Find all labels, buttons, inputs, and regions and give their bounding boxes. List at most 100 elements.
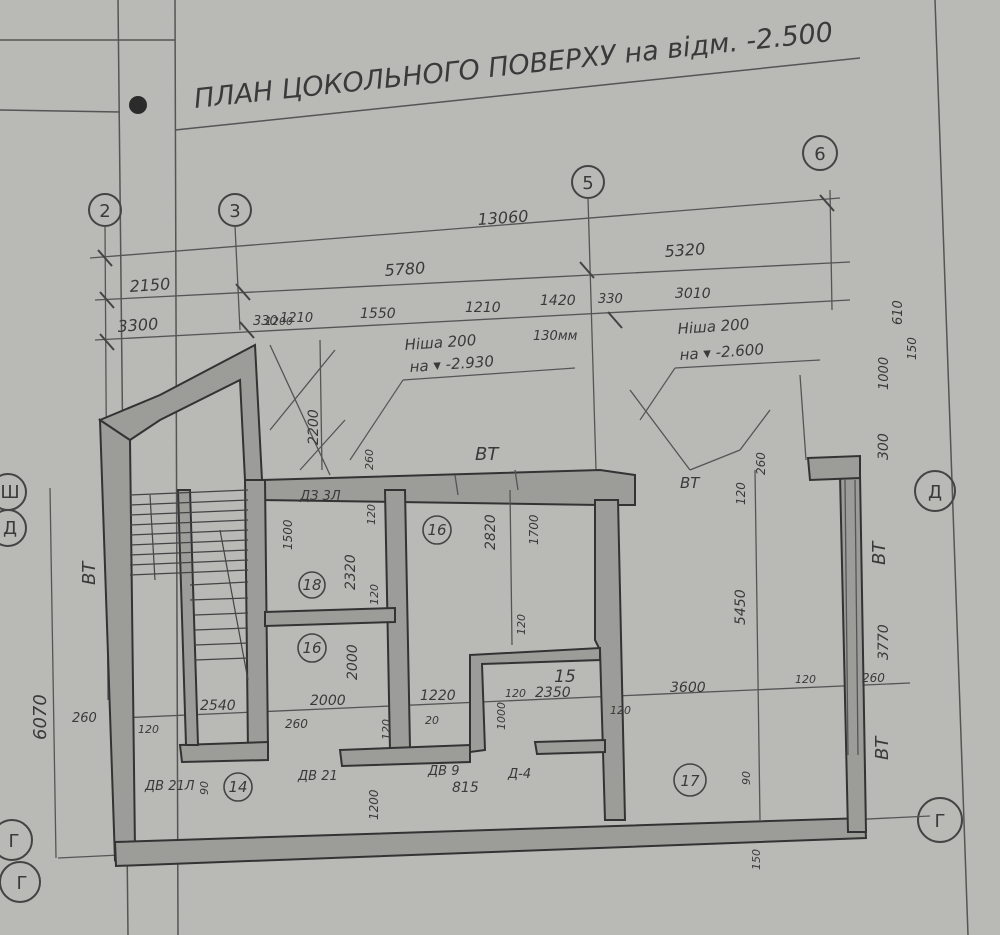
leader-lines — [349, 359, 821, 461]
room-17: 17 — [680, 772, 700, 790]
vt-label-right-1: ВТ — [869, 540, 890, 565]
wall-right-top — [806, 454, 861, 482]
dim-i-2000a: 2000 — [345, 644, 361, 680]
axis-lines — [104, 189, 833, 701]
dim-i-120h: 120 — [138, 723, 159, 736]
room-15: 15 — [554, 667, 576, 687]
dim-i-2200: 2200 — [306, 409, 322, 445]
dim-right-top-4: 150 — [905, 337, 919, 360]
dim-i-120c: 120 — [515, 614, 528, 635]
dim-right-top-1: 300 — [876, 433, 892, 460]
dim-i-5450: 5450 — [733, 589, 749, 625]
interior-dimensions: 2200 1500 2320 120 2000 120 2820 1700 12… — [138, 315, 892, 870]
dim-lower-2: 330 — [253, 314, 278, 329]
dim-lower-6: 1420 — [540, 293, 576, 309]
door-labels: ДЗ 3Л ДВ 21Л ДВ 21 ДВ 9 Д-4 — [144, 489, 531, 794]
niche-right-label: Ніша 200 — [677, 315, 750, 338]
axis-row-right-2: Г — [935, 811, 946, 832]
niche-left-level: на ▾ -2.930 — [409, 352, 494, 376]
room-16-lower: 16 — [302, 639, 321, 657]
wall-outer-bottom — [113, 816, 868, 868]
vt-label-right-2: ВТ — [872, 735, 893, 760]
dim-i-120e: 120 — [505, 687, 526, 700]
wall-room15 — [469, 646, 601, 754]
axis-row-left-1: Ш — [0, 482, 19, 503]
dim-i-1200: 1200 — [367, 789, 381, 820]
dim-lower-3: 1210 — [280, 311, 313, 326]
wall-stair-bottom — [178, 740, 269, 764]
wall-outer-left — [98, 418, 137, 862]
dim-upper-3: 5320 — [664, 239, 706, 261]
door-dv21l: ДВ 21Л — [144, 779, 195, 794]
vt-label-left: ВТ — [79, 560, 100, 585]
dim-upper-1: 2150 — [129, 274, 171, 296]
dim-i-260b: 260 — [862, 671, 885, 685]
dim-i-3600: 3600 — [670, 680, 706, 696]
dim-lower-4: 1550 — [360, 306, 396, 322]
dimension-ticks — [97, 194, 835, 351]
vt-label-core: ВТ — [680, 474, 701, 492]
room-14: 14 — [228, 778, 247, 796]
door-dz3l: ДЗ 3Л — [299, 489, 341, 504]
dim-i-120b: 120 — [368, 584, 381, 605]
room-circles — [223, 515, 707, 802]
dim-lower-7: 330 — [598, 292, 623, 307]
stair-treads — [129, 489, 249, 681]
dim-i-2350: 2350 — [535, 685, 571, 701]
axis-row-left-2: Д — [3, 518, 17, 539]
dim-right-top-2: 1000 — [877, 357, 892, 390]
dim-i-120i: 120 — [380, 719, 393, 740]
axis-col-6: 6 — [814, 144, 825, 165]
dim-i-90b: 90 — [198, 781, 211, 795]
interior-lines — [269, 339, 859, 821]
wall-stair-column — [176, 489, 200, 746]
dim-i-1200b: 1200 — [265, 315, 293, 328]
axis-col-3: 3 — [229, 201, 240, 222]
dim-i-1220: 1220 — [420, 688, 456, 704]
plan-title: ПЛАН ЦОКОЛЬНОГО ПОВЕРХУ на відм. -2.500 — [192, 17, 834, 115]
wall-mid-bottom — [338, 743, 471, 768]
dim-i-150: 150 — [750, 849, 763, 870]
dim-i-815: 815 — [452, 780, 479, 796]
dim-i-3770: 3770 — [876, 624, 892, 660]
dim-left-vertical: 6070 — [30, 694, 51, 740]
walls — [97, 343, 868, 868]
dim-lower-5: 1210 — [465, 300, 501, 316]
dim-i-120f: 120 — [610, 704, 631, 717]
dim-right-top-3: 610 — [891, 300, 906, 325]
niche-right-level: на ▾ -2.600 — [679, 340, 764, 364]
dim-i-120g: 120 — [795, 673, 816, 686]
dim-i-1000: 1000 — [495, 702, 508, 730]
dim-i-120d: 120 — [734, 482, 748, 505]
axis-row-left-4: Г — [17, 873, 28, 894]
axis-row-left-3: Г — [9, 831, 20, 852]
axis-labels: 2 3 5 6 Ш Д Г Г Д Г — [0, 144, 945, 894]
dim-i-2820: 2820 — [483, 514, 499, 550]
dim-upper-2: 5780 — [384, 258, 426, 280]
punch-hole — [129, 96, 147, 114]
door-d4: Д-4 — [507, 767, 531, 782]
niche-notes: Ніша 200 130мм на ▾ -2.930 Ніша 200 на ▾… — [404, 315, 764, 376]
wall-room18-bottom — [264, 606, 396, 628]
axis-row-right-1: Д — [928, 482, 942, 503]
dim-i-260a: 260 — [754, 452, 768, 475]
niche-left-depth: 130мм — [533, 329, 578, 344]
dim-i-2540: 2540 — [200, 698, 236, 714]
dim-i-2000b: 2000 — [310, 693, 346, 709]
dim-lower-1: 3300 — [117, 314, 159, 336]
wall-right-core — [594, 499, 627, 821]
dim-i-260c: 260 — [285, 717, 308, 731]
dim-i-2320: 2320 — [343, 554, 359, 590]
wall-room15-bottom — [533, 738, 606, 756]
dim-left-low: 260 — [72, 711, 97, 726]
axis-col-2: 2 — [99, 201, 110, 222]
dim-overall: 13060 — [477, 206, 529, 229]
dim-i-1500: 1500 — [281, 519, 295, 550]
axis-markers — [0, 135, 963, 903]
vt-labels: ВТ ВТ ВТ ВТ ВТ — [79, 444, 893, 760]
dim-i-20: 20 — [425, 714, 439, 727]
niche-left-label: Ніша 200 — [404, 331, 477, 354]
dim-i-90a: 90 — [740, 771, 753, 785]
wall-outer-right — [838, 472, 868, 833]
vt-label-top: ВТ — [475, 444, 500, 465]
